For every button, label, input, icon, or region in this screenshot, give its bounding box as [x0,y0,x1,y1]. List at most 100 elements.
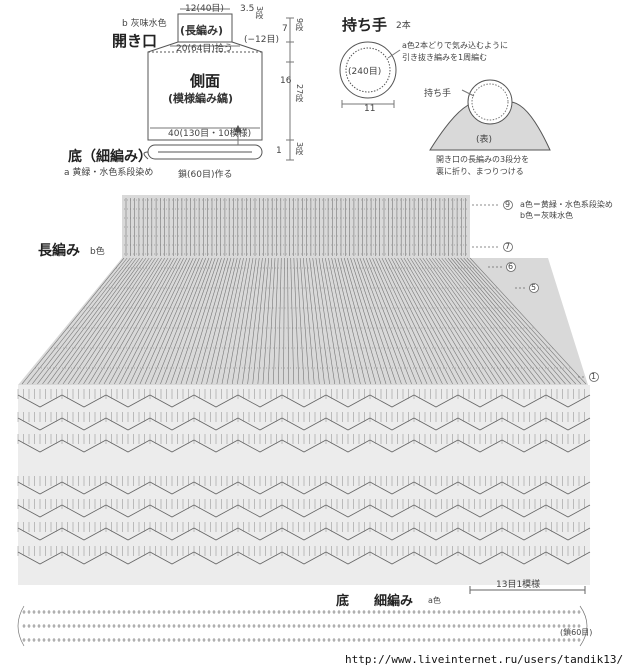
flare-stitch [444,257,546,385]
top-block-columns [124,198,468,256]
flare-stitch [231,257,254,385]
bottom-rows [17,605,588,647]
flare-stitch [257,257,269,385]
flare-stitch [149,257,203,385]
flare-stitch [108,257,178,385]
flare-stitch [369,257,423,385]
side-rows-2: 27段 [295,84,304,103]
flare-stitch [88,257,166,385]
bottom-turn-left [17,605,25,647]
flare-stitch [139,257,197,385]
bottom-rows: 3段 [295,142,304,156]
flare-stitch [124,257,188,385]
flare-stitch [272,257,279,385]
row-mark-5: 5 [531,283,537,292]
flare-stitch [262,257,273,385]
wave-row [17,551,591,565]
top-band [177,13,233,43]
handle-illustration [429,79,551,151]
row-markers [472,200,599,382]
wave-row [17,504,591,518]
flare-stitch [37,257,134,385]
attach-note-2: 裏に折り、まつりつける [436,167,524,176]
flare-stitch [315,257,336,385]
flare-stitch [216,257,244,385]
flare-stitch [242,257,260,385]
handle-count: 2本 [396,21,411,31]
start-chain-note: (鎖60目) [560,628,593,637]
flare-stitch [403,257,479,385]
flare-stitch [438,257,535,385]
long-stitch-color: b色 [90,247,105,257]
handle-callout: 持ち手 [424,89,452,99]
wave-row [17,417,591,431]
flare-stitch [457,257,566,385]
ring-note-1: a色2本どりで気み込むように [402,41,508,50]
row-mark-9: 9 [505,200,511,209]
wave-row [17,394,591,408]
opening-label: 開き口 [112,32,158,50]
flare-stitch [466,257,582,385]
flare-stitch [381,257,443,385]
flare-stitch [283,257,285,385]
row-mark-6: 6 [508,262,514,271]
band-label: (長編み) [180,24,224,37]
flare-stitch [428,257,520,385]
flare-stitch [170,257,216,385]
flare-stitch [196,257,232,385]
flare-stitch [391,257,459,385]
flare-stitch [306,257,320,385]
ring-label: (240目) [348,67,382,77]
flare-columns [21,257,587,385]
flare-stitch [334,257,366,385]
flare-stitch [67,257,153,385]
wave-row [17,439,591,453]
flare-stitch [83,257,163,385]
top-height: 3.5 [240,4,255,14]
a-color-note: a 黄緑・水色系段染め [64,168,154,178]
bottom-title: 底（細編み） [68,149,152,165]
flare-stitch [432,257,525,385]
flare-stitch [343,257,382,385]
flare-stitch [375,257,433,385]
row-mark-7: 7 [505,242,511,251]
side-height-1: 7 [282,24,288,34]
top-width-label: 12(40目) [185,4,224,14]
flare-stitch [185,257,225,385]
flare-stitch [425,257,515,385]
flare-stitch [447,257,551,385]
row-mark-1: 1 [591,372,597,381]
flare-stitch [201,257,235,385]
wave-row [17,527,591,541]
attach-note-1: 開き口の長編みの3段分を [436,155,530,164]
flare-stitch [175,257,219,385]
flare-stitch [450,257,556,385]
flare-stitch [47,257,140,385]
flare-stitch [165,257,213,385]
flare-stitch [328,257,356,385]
bottom-turn-right [579,605,588,647]
flare-stitch [78,257,159,385]
flare-stitch [252,257,266,385]
long-stitch-label: 長編み [38,243,80,259]
flare-stitch [419,257,505,385]
flare-stitch [206,257,238,385]
flare-stitch [278,257,282,385]
flare-stitch [397,257,469,385]
flare-stitch [237,257,257,385]
wave-bands [17,389,591,565]
b-color-note: b 灰味水色 [122,19,167,29]
flare-stitch [103,257,175,385]
flare-stitch [454,257,561,385]
flare-stitch [293,257,300,385]
flare-stitch [98,257,172,385]
flare-stitch [406,257,484,385]
flare-stitch [211,257,241,385]
flare-stitch [26,257,128,385]
bottom-width: 40(130目・10模様) [168,129,252,139]
side-body [147,41,263,141]
flare-stitch [134,257,194,385]
ring-diameter: 11 [364,104,376,114]
neck-width: 20(64目)拾う [176,44,233,54]
flare-stitch [299,257,310,385]
